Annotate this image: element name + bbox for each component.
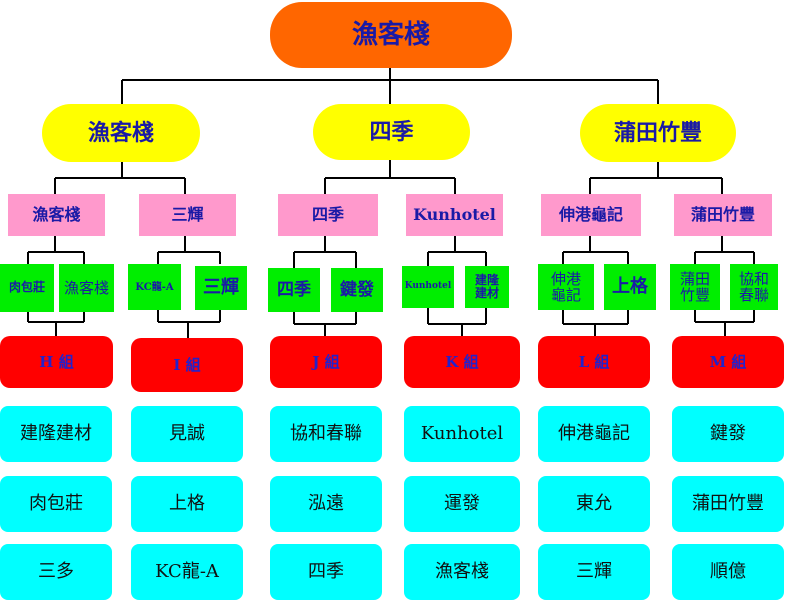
member-box: 三多 (0, 544, 112, 600)
member-box: 漁客棧 (404, 544, 520, 600)
member-box: KC龍-A (131, 544, 243, 600)
level3-node-xiehe: 協和 春聯 (730, 264, 778, 310)
level2-node-sanhui: 三輝 (139, 194, 236, 236)
level3-node-sanhui: 三輝 (195, 266, 247, 310)
member-box: 泓遠 (270, 476, 382, 532)
member-box: 順億 (672, 544, 784, 600)
member-box: 運發 (404, 476, 520, 532)
level2-node-siji: 四季 (278, 194, 378, 236)
member-box: 肉包莊 (0, 476, 112, 532)
member-box: Kunhotel (404, 406, 520, 462)
member-box: 四季 (270, 544, 382, 600)
level2-node-yukezhan: 漁客棧 (8, 194, 105, 236)
level3-node-jianlong: 建隆 建材 (465, 266, 509, 308)
group-header-h: H 組 (0, 336, 113, 388)
group-header-i: I 組 (131, 338, 243, 392)
level3-node-jianfa: 鍵發 (331, 268, 383, 312)
level3-node-kc-long-a: KC龍-A (128, 264, 181, 310)
member-box: 鍵發 (672, 406, 784, 462)
level3-node-shengang: 伸港 龜記 (538, 264, 594, 310)
level2-node-kunhotel: Kunhotel (406, 194, 503, 236)
level3-node-roubaozhuang: 肉包莊 (0, 264, 54, 312)
level1-node-yukezhan: 漁客棧 (42, 104, 200, 162)
level3-node-shangge: 上格 (604, 264, 656, 310)
level3-node-siji: 四季 (268, 268, 320, 312)
group-header-j: J 組 (270, 336, 382, 388)
group-header-k: K 組 (404, 336, 520, 388)
member-box: 上格 (131, 476, 243, 532)
member-box: 東允 (538, 476, 650, 532)
member-box: 建隆建材 (0, 406, 112, 462)
member-box: 蒲田竹豐 (672, 476, 784, 532)
level1-node-putian: 蒲田竹豐 (580, 104, 736, 162)
root-node: 漁客棧 (270, 2, 512, 68)
group-header-m: M 組 (672, 336, 784, 388)
member-box: 伸港龜記 (538, 406, 650, 462)
level1-node-siji: 四季 (313, 104, 470, 160)
member-box: 見誠 (131, 406, 243, 462)
group-header-l: L 組 (538, 336, 650, 388)
level3-node-putian: 蒲田 竹豐 (670, 264, 720, 310)
level2-node-shengang: 伸港龜記 (541, 194, 641, 236)
member-box: 協和春聯 (270, 406, 382, 462)
level3-node-kunhotel: Kunhotel (402, 266, 454, 308)
level2-node-putian: 蒲田竹豐 (674, 194, 772, 236)
member-box: 三輝 (538, 544, 650, 600)
level3-node-yukezhan: 漁客棧 (59, 264, 114, 312)
